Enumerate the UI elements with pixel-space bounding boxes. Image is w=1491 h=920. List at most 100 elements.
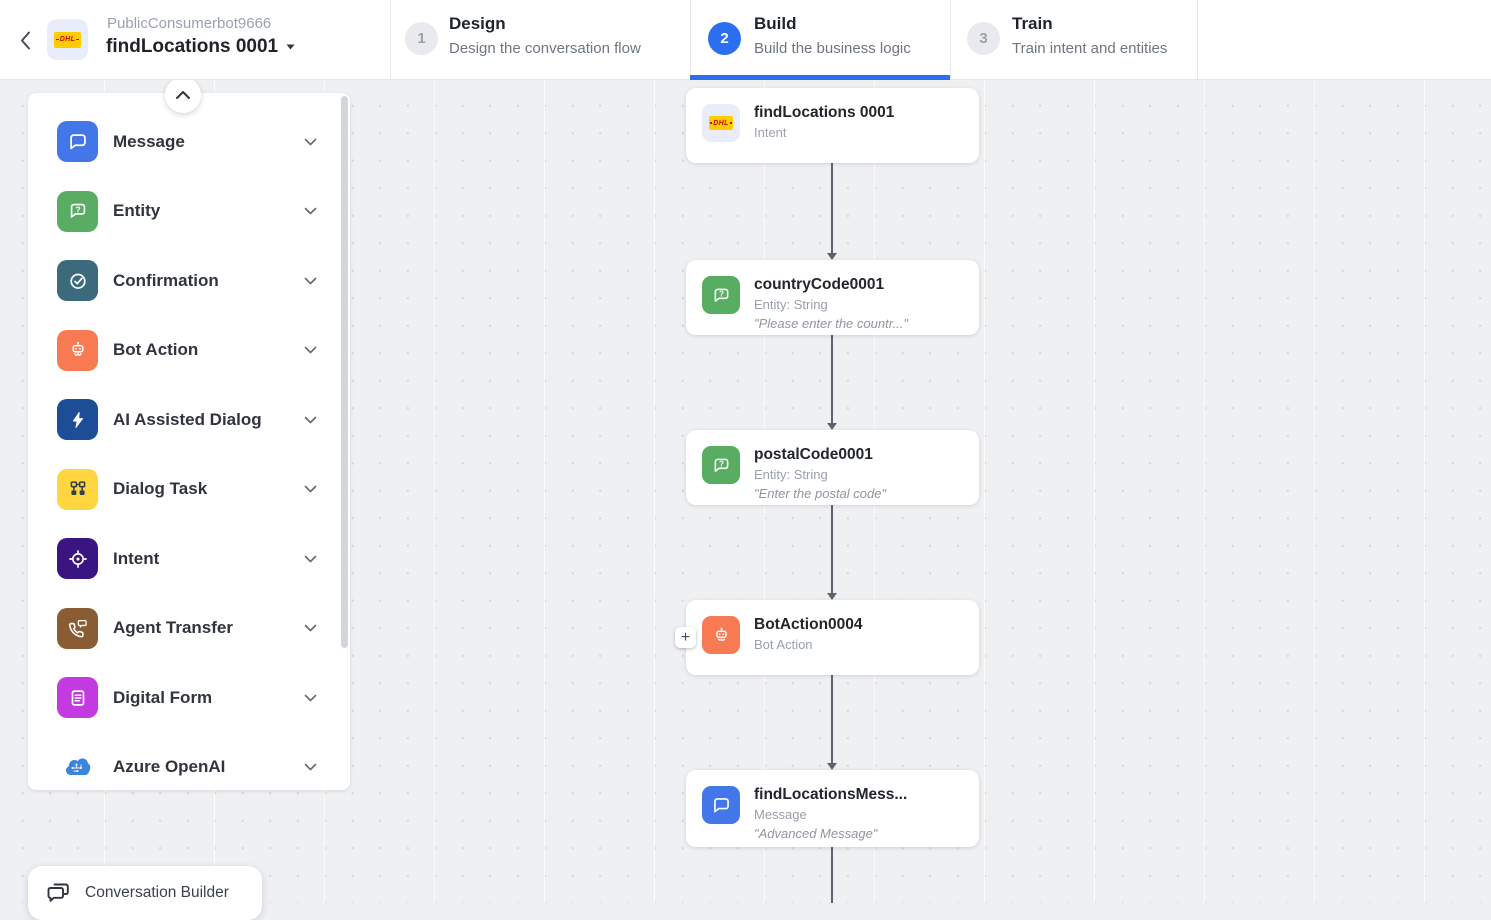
sidebar-item-bot-action[interactable]: Bot Action xyxy=(28,316,350,386)
tab-build[interactable]: 2 Build Build the business logic xyxy=(690,0,950,80)
tab-subtitle: Build the business logic xyxy=(754,40,911,57)
node-title: countryCode0001 xyxy=(754,276,885,293)
sidebar-item-label: Dialog Task xyxy=(113,479,208,499)
sidebar-item-label: Confirmation xyxy=(113,270,219,290)
header-divider xyxy=(950,0,951,80)
node-title: findLocationsMess... xyxy=(754,786,908,803)
node-prompt-text: "Advanced Message" xyxy=(754,826,878,841)
node-subtitle: Message xyxy=(754,807,807,822)
collapse-palette-button[interactable] xyxy=(165,77,201,113)
header-divider xyxy=(1197,0,1198,80)
tab-title: Design xyxy=(449,14,506,33)
sidebar-item-label: Entity xyxy=(113,201,161,221)
chevron-down-icon xyxy=(304,485,317,493)
sidebar-item-digital-form[interactable]: Digital Form xyxy=(28,663,350,733)
message-icon xyxy=(57,121,98,163)
node-subtitle: Intent xyxy=(754,125,787,140)
entity-icon: ? xyxy=(702,446,740,484)
tab-design[interactable]: 1 Design Design the conversation flow xyxy=(390,0,690,80)
sidebar-item-label: Bot Action xyxy=(113,340,199,360)
task-name: findLocations 0001 xyxy=(106,36,279,57)
chevron-down-icon xyxy=(304,763,317,771)
node-subtitle: Bot Action xyxy=(754,637,813,652)
conversation-builder-button[interactable]: Conversation Builder xyxy=(28,866,262,920)
dhl-logo-icon: DHL xyxy=(702,104,740,142)
chevron-down-icon xyxy=(304,555,317,563)
node-prompt-text: "Please enter the countr..." xyxy=(754,316,909,331)
step-number-badge: 3 xyxy=(967,22,1000,55)
chevron-up-icon xyxy=(176,91,190,99)
chevron-down-icon xyxy=(304,138,317,146)
header-divider xyxy=(390,0,391,80)
chevron-down-icon xyxy=(304,277,317,285)
node-subtitle: Entity: String xyxy=(754,297,828,312)
sidebar-item-agent-transfer[interactable]: Agent Transfer xyxy=(28,594,350,664)
flow-node-countrycode[interactable]: ? countryCode0001 Entity: String "Please… xyxy=(686,260,979,335)
sidebar-scrollbar[interactable] xyxy=(341,96,348,648)
flow-connector xyxy=(831,847,833,903)
flow-canvas[interactable]: Message ? Entity Confirmation xyxy=(0,77,1491,920)
sidebar-item-label: Intent xyxy=(113,548,160,568)
step-number-badge: 1 xyxy=(405,22,438,55)
node-prompt-text: "Enter the postal code" xyxy=(754,486,887,501)
agent-transfer-icon xyxy=(57,607,98,649)
tab-title: Build xyxy=(754,14,797,33)
svg-text:?: ? xyxy=(75,205,80,215)
confirmation-icon xyxy=(57,260,98,302)
message-icon xyxy=(702,786,740,824)
svg-text:?: ? xyxy=(718,288,723,298)
flow-connector xyxy=(827,505,837,600)
tab-subtitle: Design the conversation flow xyxy=(449,40,641,57)
azure-openai-icon xyxy=(57,747,98,788)
tab-train[interactable]: 3 Train Train intent and entities xyxy=(950,0,1197,80)
chevron-left-icon xyxy=(21,31,30,49)
chevron-down-icon xyxy=(304,346,317,354)
bot-action-icon xyxy=(57,329,98,371)
node-title: postalCode0001 xyxy=(754,446,873,463)
step-number-badge: 2 xyxy=(708,22,741,55)
sidebar-item-message[interactable]: Message xyxy=(28,107,350,177)
sidebar-item-ai-assisted-dialog[interactable]: AI Assisted Dialog xyxy=(28,385,350,455)
node-title: findLocations 0001 xyxy=(754,104,895,121)
sidebar-item-label: AI Assisted Dialog xyxy=(113,409,262,429)
entity-icon: ? xyxy=(702,276,740,314)
flow-node-message[interactable]: findLocationsMess... Message "Advanced M… xyxy=(686,770,979,847)
sidebar-item-confirmation[interactable]: Confirmation xyxy=(28,246,350,316)
sidebar-item-label: Azure OpenAI xyxy=(113,757,226,777)
flow-connector xyxy=(827,163,837,260)
plus-icon: + xyxy=(680,628,691,646)
dialog-task-icon xyxy=(57,468,98,510)
sidebar-item-entity[interactable]: ? Entity xyxy=(28,177,350,247)
flow-node-intent[interactable]: DHL findLocations 0001 Intent xyxy=(686,88,979,163)
ai-assisted-dialog-icon xyxy=(57,399,98,441)
node-palette-sidebar: Message ? Entity Confirmation xyxy=(28,77,350,790)
chevron-down-icon xyxy=(304,207,317,215)
flow-node-botaction[interactable]: + BotAction0004 Bot Action xyxy=(675,600,979,675)
sidebar-item-intent[interactable]: Intent xyxy=(28,524,350,594)
sidebar-item-label: Digital Form xyxy=(113,687,213,707)
add-node-button[interactable]: + xyxy=(675,627,696,648)
bot-action-icon xyxy=(702,616,740,654)
bot-name: PublicConsumerbot9666 xyxy=(107,15,272,32)
caret-down-icon xyxy=(286,44,295,50)
svg-text:?: ? xyxy=(718,458,723,468)
sidebar-item-dialog-task[interactable]: Dialog Task xyxy=(28,455,350,525)
active-tab-indicator xyxy=(690,75,950,80)
chevron-down-icon xyxy=(304,416,317,424)
node-title: BotAction0004 xyxy=(754,616,863,633)
entity-icon: ? xyxy=(57,190,98,232)
sidebar-item-label: Agent Transfer xyxy=(113,618,233,638)
dhl-logo-icon: DHL xyxy=(54,31,81,48)
task-name-dropdown[interactable]: findLocations 0001 xyxy=(106,36,295,58)
top-header: DHL PublicConsumerbot9666 findLocations … xyxy=(0,0,1491,80)
tab-title: Train xyxy=(1012,14,1053,33)
conversation-builder-label: Conversation Builder xyxy=(85,884,229,901)
header-divider xyxy=(690,0,691,80)
back-button[interactable] xyxy=(20,29,42,51)
tab-subtitle: Train intent and entities xyxy=(1012,40,1168,57)
sidebar-item-label: Message xyxy=(113,131,185,151)
chevron-down-icon xyxy=(304,694,317,702)
flow-node-postalcode[interactable]: ? postalCode0001 Entity: String "Enter t… xyxy=(686,430,979,505)
bot-logo: DHL xyxy=(47,19,88,60)
sidebar-item-azure-openai[interactable]: Azure OpenAI xyxy=(28,733,350,803)
